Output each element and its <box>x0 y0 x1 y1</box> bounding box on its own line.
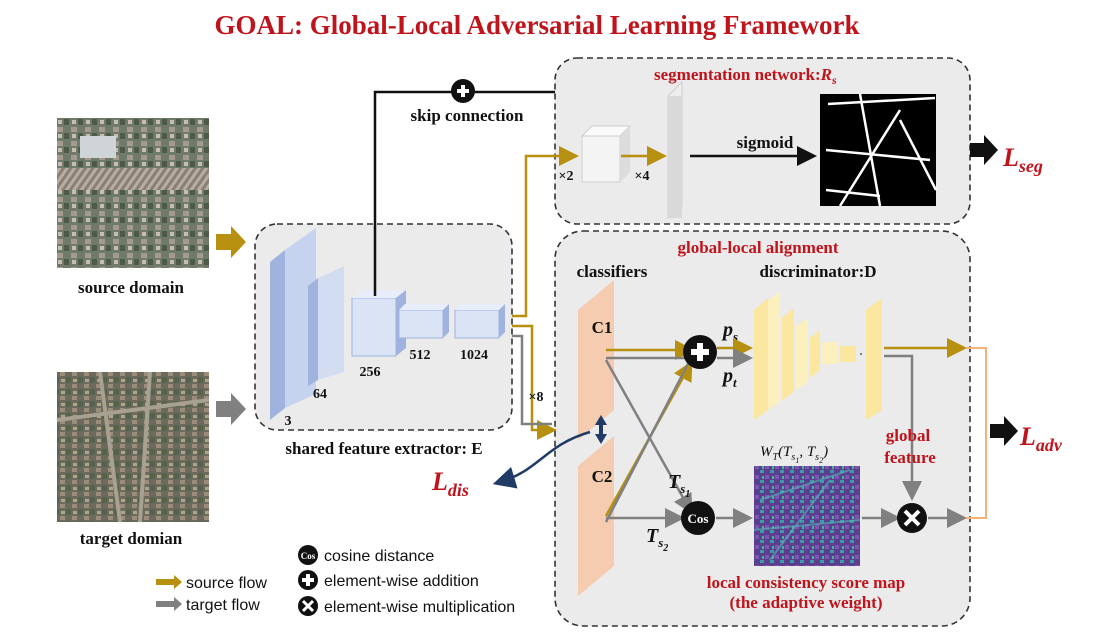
source-domain-label: source domain <box>78 278 184 297</box>
legend-target-arrow <box>156 597 182 611</box>
dis-loss-arrow <box>492 430 591 489</box>
pt-label: pt <box>721 365 737 390</box>
wt-label: WT(Ts1, Ts2) <box>760 444 828 465</box>
ts1-label: Ts1 <box>668 471 690 500</box>
svg-text:Cos: Cos <box>688 511 709 526</box>
legend-addition: element-wise addition <box>324 573 479 590</box>
legend-add-icon <box>298 570 318 590</box>
channel-64: 64 <box>313 387 327 402</box>
seg-loss-arrow <box>970 135 998 165</box>
adv-bracket <box>966 347 987 519</box>
c1-target-to-cos <box>604 359 693 515</box>
legend-source-flow: source flow <box>186 575 267 592</box>
encoder-label: shared feature extractor: E <box>285 439 482 458</box>
alignment-title: global-local alignment <box>677 238 838 257</box>
c2-target-to-cos <box>604 359 692 523</box>
discriminator-label: discriminator:D <box>759 262 876 281</box>
source-domain-image <box>57 118 209 268</box>
classifiers-label: classifiers <box>577 262 648 281</box>
diagram-title: GOAL: Global-Local Adversarial Learning … <box>215 10 860 40</box>
discriminator-blocks <box>754 292 856 420</box>
channel-256: 256 <box>360 365 381 380</box>
legend-multiplication: element-wise multiplication <box>324 599 515 616</box>
alignment-multiply-icon <box>897 503 927 533</box>
legend: source flow target flow Cos cosine dista… <box>156 545 515 616</box>
alignment-add-icon <box>683 335 717 369</box>
seg-upsample-block <box>580 125 632 183</box>
global-feature-block <box>866 298 882 420</box>
up8-label: ×8 <box>529 390 544 405</box>
up2-label: ×2 <box>559 169 574 184</box>
segmentation-mask <box>820 93 938 207</box>
adv-loss-arrow <box>990 416 1018 446</box>
seg-output-block <box>667 80 683 220</box>
classifier-c2-block <box>578 436 614 596</box>
ps-label: ps <box>721 319 738 344</box>
c1-label: C1 <box>592 318 613 337</box>
legend-source-arrow <box>156 575 182 589</box>
legend-multiply-icon <box>298 596 318 616</box>
local-map-label-line2: (the adaptive weight) <box>730 593 883 612</box>
cos-distance-icon: Cos <box>681 501 715 535</box>
classifier-c1-block <box>578 280 614 440</box>
target-domain-image <box>56 371 210 523</box>
loss-adv: Ladv <box>1019 422 1063 455</box>
sigmoid-label: sigmoid <box>737 133 794 152</box>
local-map-label-line1: local consistency score map <box>707 573 905 592</box>
source-flow-to-classifier <box>512 324 557 440</box>
channel-512: 512 <box>410 348 431 363</box>
segmentation-title: segmentation network:Rs <box>654 65 837 87</box>
skip-connection-label: skip connection <box>411 106 524 125</box>
legend-cos-icon: Cos <box>298 545 318 565</box>
ts2-label: Ts2 <box>646 525 668 554</box>
target-input-arrow <box>216 393 246 425</box>
skip-add-icon <box>451 79 475 103</box>
c2-label: C2 <box>592 467 613 486</box>
source-flow-to-seg <box>512 146 579 318</box>
channel-1024: 1024 <box>460 348 488 363</box>
source-input-arrow <box>216 226 246 258</box>
legend-cosine: cosine distance <box>324 548 434 565</box>
svg-text:Cos: Cos <box>301 551 316 561</box>
classifier-discrepancy-icon <box>595 415 607 444</box>
global-feature-down <box>884 354 922 501</box>
legend-target-flow: target flow <box>186 597 260 614</box>
local-consistency-map <box>753 466 861 566</box>
global-feature-label-line2: feature <box>884 448 936 467</box>
target-flow-to-classifier <box>512 334 552 426</box>
up4-label: ×4 <box>635 169 650 184</box>
target-domain-label: target domian <box>80 529 183 548</box>
encoder-blocks <box>270 228 505 420</box>
channel-3: 3 <box>285 414 292 429</box>
global-feature-label-line1: global <box>886 426 931 445</box>
loss-seg: Lseg <box>1002 143 1043 176</box>
loss-dis: Ldis <box>431 467 469 500</box>
